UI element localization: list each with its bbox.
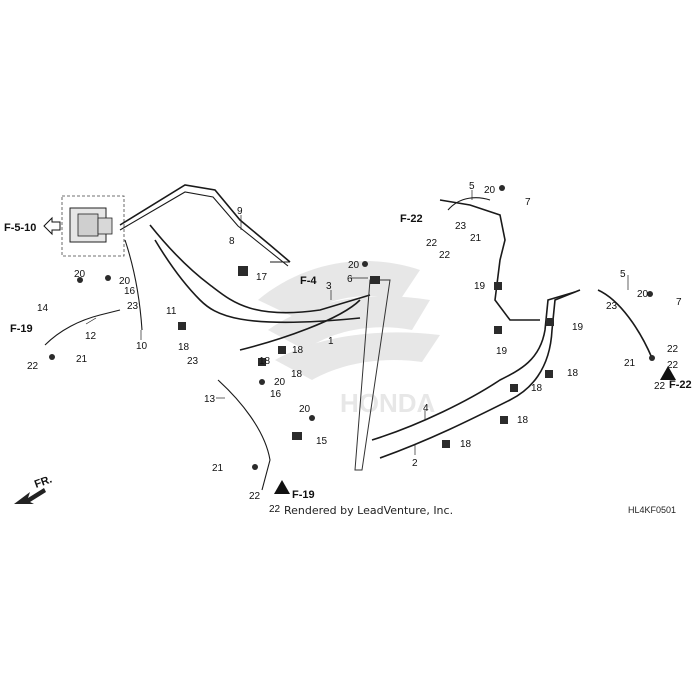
abs-modulator (61, 195, 125, 257)
callout-15: 15 (316, 436, 328, 447)
callout-18-b: 18 (259, 356, 271, 367)
callout-22-g: 22 (249, 491, 261, 502)
callout-20-f: 20 (274, 377, 286, 388)
callout-9: 9 (237, 206, 243, 217)
front-direction-label: FR. (33, 473, 54, 490)
callout-7-right: 7 (676, 297, 682, 308)
callout-18-d: 18 (567, 368, 579, 379)
callout-14: 14 (37, 303, 49, 314)
callout-20-c: 20 (348, 260, 360, 271)
honda-wing-watermark: HONDA (258, 261, 440, 418)
callout-5-top: 5 (469, 181, 475, 192)
ref-f-19-bottom: F-19 (292, 489, 315, 501)
callout-21-c: 21 (624, 358, 636, 369)
callout-8: 8 (229, 236, 235, 247)
ref-f-4: F-4 (300, 275, 317, 287)
callout-1: 1 (328, 336, 334, 347)
callout-16-left: 16 (124, 286, 136, 297)
callout-20-e: 20 (637, 289, 649, 300)
reference-arrows (43, 216, 676, 494)
callout-6: 6 (347, 274, 353, 285)
ref-f-22-right: F-22 (669, 379, 692, 391)
callout-12: 12 (85, 331, 97, 342)
callout-22-f: 22 (654, 381, 666, 392)
front-direction-arrow-icon (14, 488, 46, 504)
callout-2: 2 (412, 458, 418, 469)
ref-f-22-top: F-22 (400, 213, 423, 225)
callout-7-top: 7 (525, 197, 531, 208)
watermark-text: HONDA (340, 388, 436, 418)
callout-20-b: 20 (119, 276, 131, 287)
callout-numbers: 1 2 3 4 5 5 6 7 7 8 9 10 11 12 13 14 15 … (27, 181, 682, 515)
callout-22-h: 22 (269, 504, 281, 515)
ref-f-19-left: F-19 (10, 323, 33, 335)
callout-21-b: 21 (470, 233, 482, 244)
callout-18-g: 18 (460, 439, 472, 450)
callout-18-e: 18 (531, 383, 543, 394)
callout-20-g: 20 (299, 404, 311, 415)
callout-23-c: 23 (455, 221, 467, 232)
callout-17: 17 (256, 272, 268, 283)
callout-22-d: 22 (667, 344, 679, 355)
callout-22-a: 22 (27, 361, 39, 372)
callout-21-d: 21 (212, 463, 224, 474)
callout-23-b: 23 (187, 356, 199, 367)
callout-21-a: 21 (76, 354, 88, 365)
callout-19-a: 19 (474, 281, 486, 292)
callout-18-c: 18 (292, 345, 304, 356)
callout-3: 3 (326, 281, 332, 292)
callout-19-b: 19 (496, 346, 508, 357)
callout-23-a: 23 (127, 301, 139, 312)
callout-20-a: 20 (74, 269, 86, 280)
callout-18-h: 18 (291, 369, 303, 380)
fasteners-and-clips (49, 185, 655, 470)
callout-20-d: 20 (484, 185, 496, 196)
callout-22-b: 22 (426, 238, 438, 249)
footer-rendered-by: Rendered by LeadVenture, Inc. (284, 504, 453, 517)
frame-member (354, 279, 391, 471)
callout-23-d: 23 (606, 301, 618, 312)
brake-line-tubes (44, 184, 653, 491)
callout-4: 4 (423, 403, 429, 414)
leader-lines (85, 190, 629, 455)
callout-22-e: 22 (667, 360, 679, 371)
callout-10: 10 (136, 341, 148, 352)
callout-16-center: 16 (270, 389, 282, 400)
diagram-part-code: HL4KF0501 (628, 505, 676, 515)
ref-f-5-10: F-5-10 (4, 222, 36, 234)
callout-18-f: 18 (517, 415, 529, 426)
callout-11: 11 (166, 306, 177, 317)
callout-13: 13 (204, 394, 216, 405)
callout-18-a: 18 (178, 342, 190, 353)
callout-22-c: 22 (439, 250, 451, 261)
callout-19-c: 19 (572, 322, 584, 333)
callout-5-right: 5 (620, 269, 626, 280)
